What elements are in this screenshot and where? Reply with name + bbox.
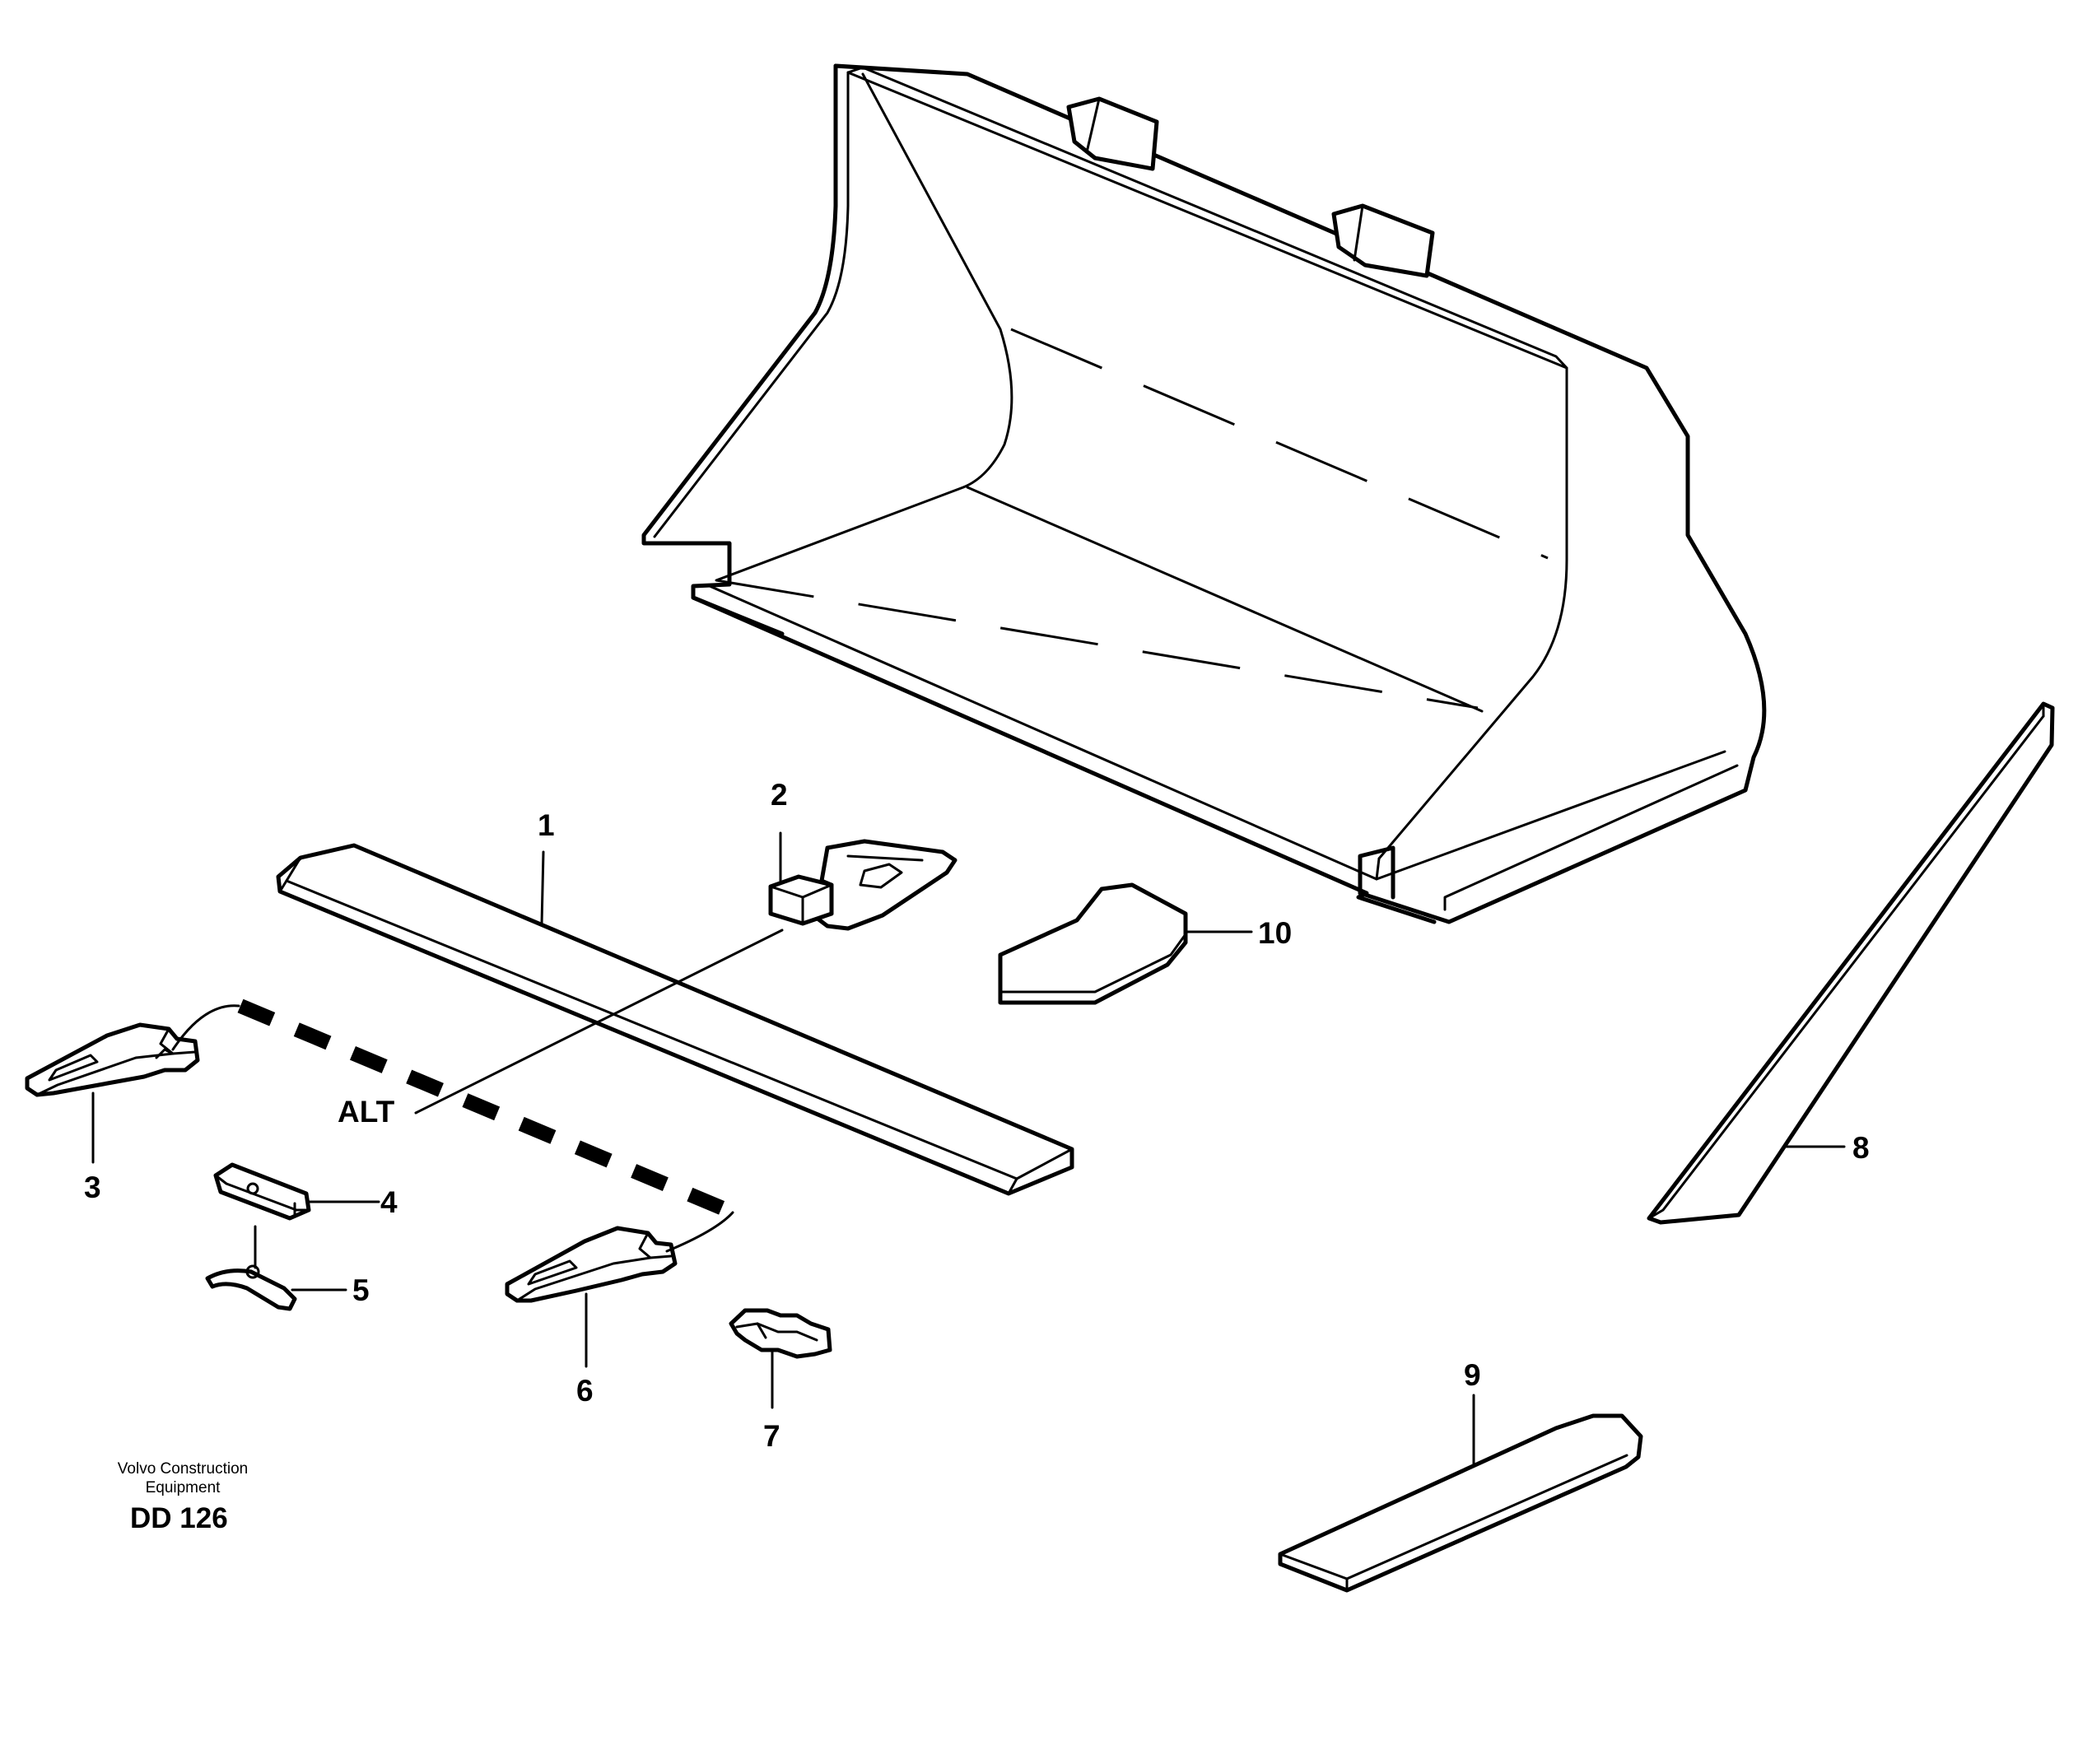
callout-7: 7 — [763, 1419, 780, 1453]
alt-label: ALT — [338, 1095, 395, 1129]
callout-4: 4 — [380, 1185, 398, 1219]
footer-diagram-code: DD 126 — [130, 1502, 228, 1534]
part-10-plate — [998, 882, 1188, 1005]
part-7-pin-lock — [729, 1308, 832, 1359]
callout-1: 1 — [538, 808, 555, 842]
part-9-wear-strip — [1278, 1413, 1643, 1593]
footer-company-line1: Volvo Construction — [118, 1460, 248, 1478]
callout-5: 5 — [352, 1273, 370, 1307]
callout-6: 6 — [576, 1374, 594, 1408]
callout-3: 3 — [84, 1171, 101, 1204]
footer-company-line2: Equipment — [146, 1479, 221, 1496]
part-1-cutting-edge — [276, 843, 1074, 1196]
part-6-tooth — [505, 1226, 678, 1303]
part-2-adapter — [768, 839, 957, 931]
part-8-side-strip — [1647, 701, 2055, 1225]
callout-10: 10 — [1258, 916, 1292, 950]
bucket-illustration — [641, 63, 1767, 924]
callout-2: 2 — [771, 778, 788, 812]
part-5-retainer — [205, 1264, 297, 1311]
callout-8: 8 — [1852, 1131, 1870, 1165]
alt-connector — [171, 929, 784, 1253]
leader-lines — [91, 831, 1846, 1467]
part-3-tooth — [25, 1022, 200, 1097]
part-4-pin — [213, 1162, 311, 1221]
callout-9: 9 — [1464, 1358, 1481, 1392]
